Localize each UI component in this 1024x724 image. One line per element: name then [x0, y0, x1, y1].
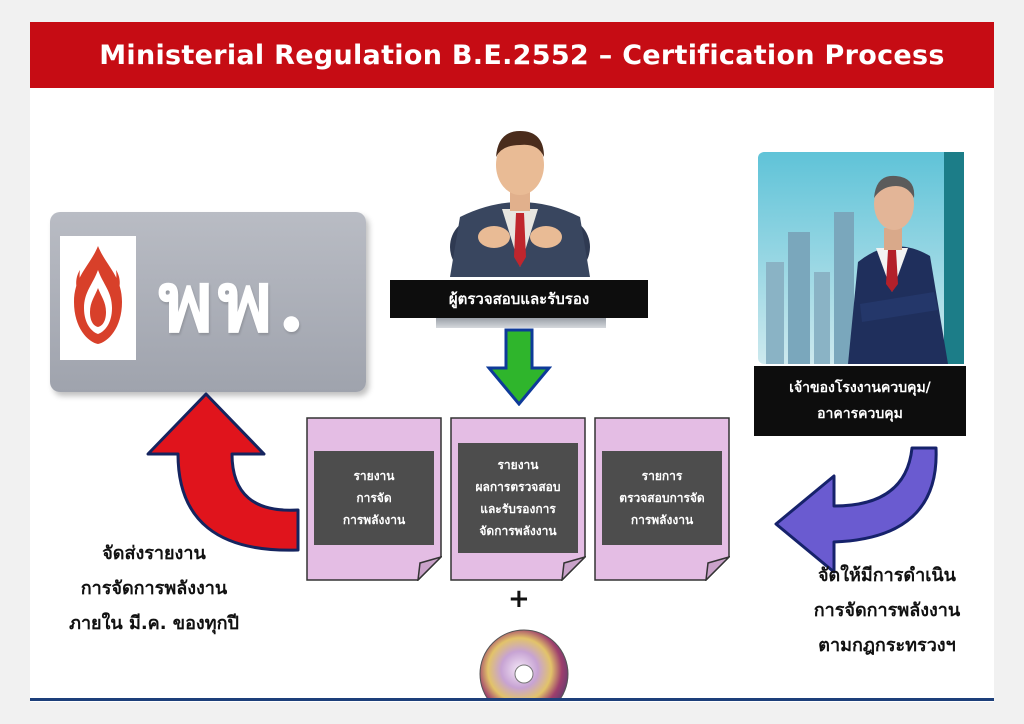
inspector-person-icon: [450, 131, 590, 277]
document-label: รายงาน การจัด การพลังงาน: [314, 451, 434, 545]
inspector-stand: [436, 318, 606, 328]
green-arrow-down: [486, 328, 552, 406]
dede-logo-text: พพ.: [158, 252, 310, 351]
document-checklist: รายการ ตรวจสอบการจัด การพลังงาน: [594, 417, 730, 581]
left-caption: จัดส่งรายงาน การจัดการพลังงาน ภายใน มี.ค…: [69, 543, 239, 634]
dede-logo-card: พพ.: [50, 212, 366, 392]
owner-label: เจ้าของโรงงานควบคุม/ อาคารควบคุม: [754, 366, 966, 436]
owner-businessman-icon: [758, 152, 964, 364]
purple-curved-arrow: [774, 446, 938, 574]
page-title: Ministerial Regulation B.E.2552 – Certif…: [99, 39, 945, 71]
cd-disc-icon: [479, 629, 569, 698]
bottom-rule: [30, 698, 994, 701]
right-caption: จัดให้มีการดำเนิน การจัดการพลังงาน ตามกฎ…: [813, 565, 961, 656]
document-label: รายการ ตรวจสอบการจัด การพลังงาน: [602, 451, 722, 545]
red-curved-arrow: [146, 392, 300, 552]
document-energy-report: รายงาน การจัด การพลังงาน: [306, 417, 442, 581]
plus-sign: +: [508, 584, 530, 614]
slide: Ministerial Regulation B.E.2552 – Certif…: [30, 22, 994, 702]
flame-logo-icon: [60, 236, 136, 360]
document-inspection-report: รายงาน ผลการตรวจสอบ และรับรองการ จัดการพ…: [450, 417, 586, 581]
title-bar: Ministerial Regulation B.E.2552 – Certif…: [30, 22, 994, 88]
inspector-label: ผู้ตรวจสอบและรับรอง: [390, 280, 648, 318]
document-label: รายงาน ผลการตรวจสอบ และรับรองการ จัดการพ…: [458, 443, 578, 553]
